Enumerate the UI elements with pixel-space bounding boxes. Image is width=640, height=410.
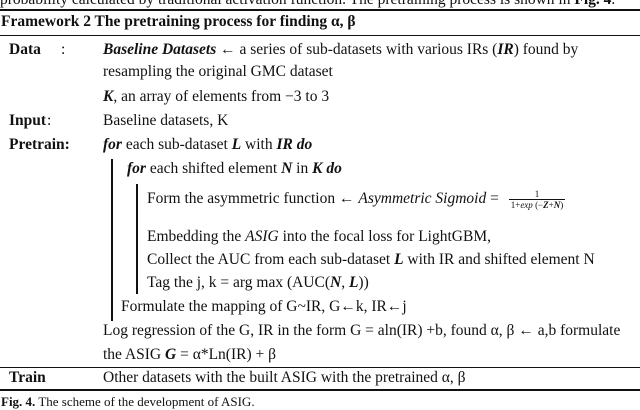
embed-post: into the focal loss for LightGBM, [278, 228, 491, 245]
caption-fig-label: Fig. 4. [1, 394, 36, 409]
baseline-datasets-term: Baseline Datasets [103, 41, 217, 58]
tag-post: )) [358, 274, 369, 291]
collect-line: Collect the AUC from each sub-dataset L … [147, 251, 595, 269]
loop-1-var: L [231, 136, 242, 153]
input-text: Baseline datasets, K [103, 112, 229, 129]
tag-pre: Tag the j, k = arg max (AUC( [147, 274, 330, 291]
header-text: probability calculated by traditional ac… [0, 0, 570, 8]
data-line-1: Baseline Datasets ← a series of sub-data… [103, 41, 578, 59]
tag-l: L [348, 274, 359, 291]
asymmetric-function-line: Form the asymmetric function ← Asymmetri… [147, 188, 566, 211]
asym-name: Asymmetric Sigmoid [358, 190, 487, 207]
loop-1-with: with [241, 136, 277, 153]
data-line-1-text: ← a series of sub-datasets with various … [216, 41, 498, 58]
formulate-line: Formulate the mapping of G~IR, G←k, IR←j [121, 298, 407, 315]
collect-l: L [394, 251, 404, 268]
asig-pre: the ASIG [103, 346, 165, 363]
den-z: Z [543, 199, 549, 210]
loop-1-mid: each sub-dataset [121, 136, 232, 153]
input-label: Input [9, 112, 47, 129]
embed-pre: Embedding the [147, 228, 246, 245]
loop-2-mid: each shifted element [145, 160, 282, 177]
tag-comma: , [341, 274, 349, 291]
asig-post: = α*Ln(IR) + β [176, 346, 276, 363]
data-line-3: K, an array of elements from −3 to 3 [103, 88, 329, 106]
embed-asig: ASIG [245, 228, 279, 245]
input-colon: : [47, 112, 52, 129]
train-text: Other datasets with the built ASIG with … [103, 369, 466, 386]
loop-2-in: in [292, 160, 313, 177]
loop-2-k: K [312, 160, 323, 177]
pretrain-label: Pretrain: [9, 136, 70, 153]
asig-g: G [165, 346, 177, 363]
loop-1-ir: IR [276, 136, 293, 153]
collect-post: with IR and shifted element N [403, 251, 595, 268]
header-fragment: probability calculated by traditional ac… [0, 0, 615, 9]
top-rule [0, 9, 640, 11]
bottom-rule [0, 389, 640, 391]
data-line-1-end: ) found by [513, 41, 579, 58]
tag-line: Tag the j, k = arg max (AUC(N, L)) [147, 274, 369, 292]
data-label: Data [9, 41, 41, 58]
loop-2-for: for [127, 160, 146, 177]
den-b: (− [532, 199, 544, 210]
data-line-2: resampling the original GMC dataset [103, 63, 333, 80]
framework-title: Framework 2 The pretraining process for … [1, 13, 356, 30]
loop-2: for each shifted element N in K do [127, 160, 342, 178]
data-colon: : [61, 41, 66, 58]
figure-caption: Fig. 4. The scheme of the development of… [1, 394, 255, 410]
header-end: . [611, 0, 615, 8]
loop-1: for each sub-dataset L with IR do [103, 136, 312, 154]
caption-text: The scheme of the development of ASIG. [35, 394, 255, 409]
den-a: 1+ [510, 199, 521, 210]
fraction-denominator: 1+exp (−Z+N) [509, 200, 565, 210]
tag-n: N [330, 274, 342, 291]
loop-1-for: for [103, 136, 122, 153]
loop-2-do: do [322, 160, 342, 177]
data-line-3-text: , an array of elements from −3 to 3 [113, 88, 330, 105]
den-c: + [548, 199, 554, 210]
loop-1-bracket [111, 159, 113, 321]
collect-pre: Collect the AUC from each sub-dataset [147, 251, 395, 268]
asym-pre: Form the asymmetric function ← [147, 190, 359, 207]
fraction-numerator: 1 [508, 189, 566, 200]
asym-eq: = [486, 190, 503, 207]
embed-line: Embedding the ASIG into the focal loss f… [147, 228, 491, 246]
den-exp: exp [520, 199, 533, 210]
header-fig-ref: Fig. 4 [574, 0, 611, 8]
log-regression-line: Log regression of the G, IR in the form … [103, 322, 621, 339]
den-n: N [553, 199, 561, 210]
train-rule [0, 367, 640, 368]
train-label: Train [9, 369, 46, 386]
den-d: ) [560, 199, 564, 210]
loop-1-do: do [292, 136, 313, 153]
ir-term: IR [497, 41, 514, 58]
asig-formula-line: the ASIG G = α*Ln(IR) + β [103, 346, 276, 364]
k-term: K [103, 88, 114, 105]
title-rule [0, 35, 640, 36]
loop-2-bracket [136, 184, 138, 294]
loop-2-var: N [281, 160, 293, 177]
